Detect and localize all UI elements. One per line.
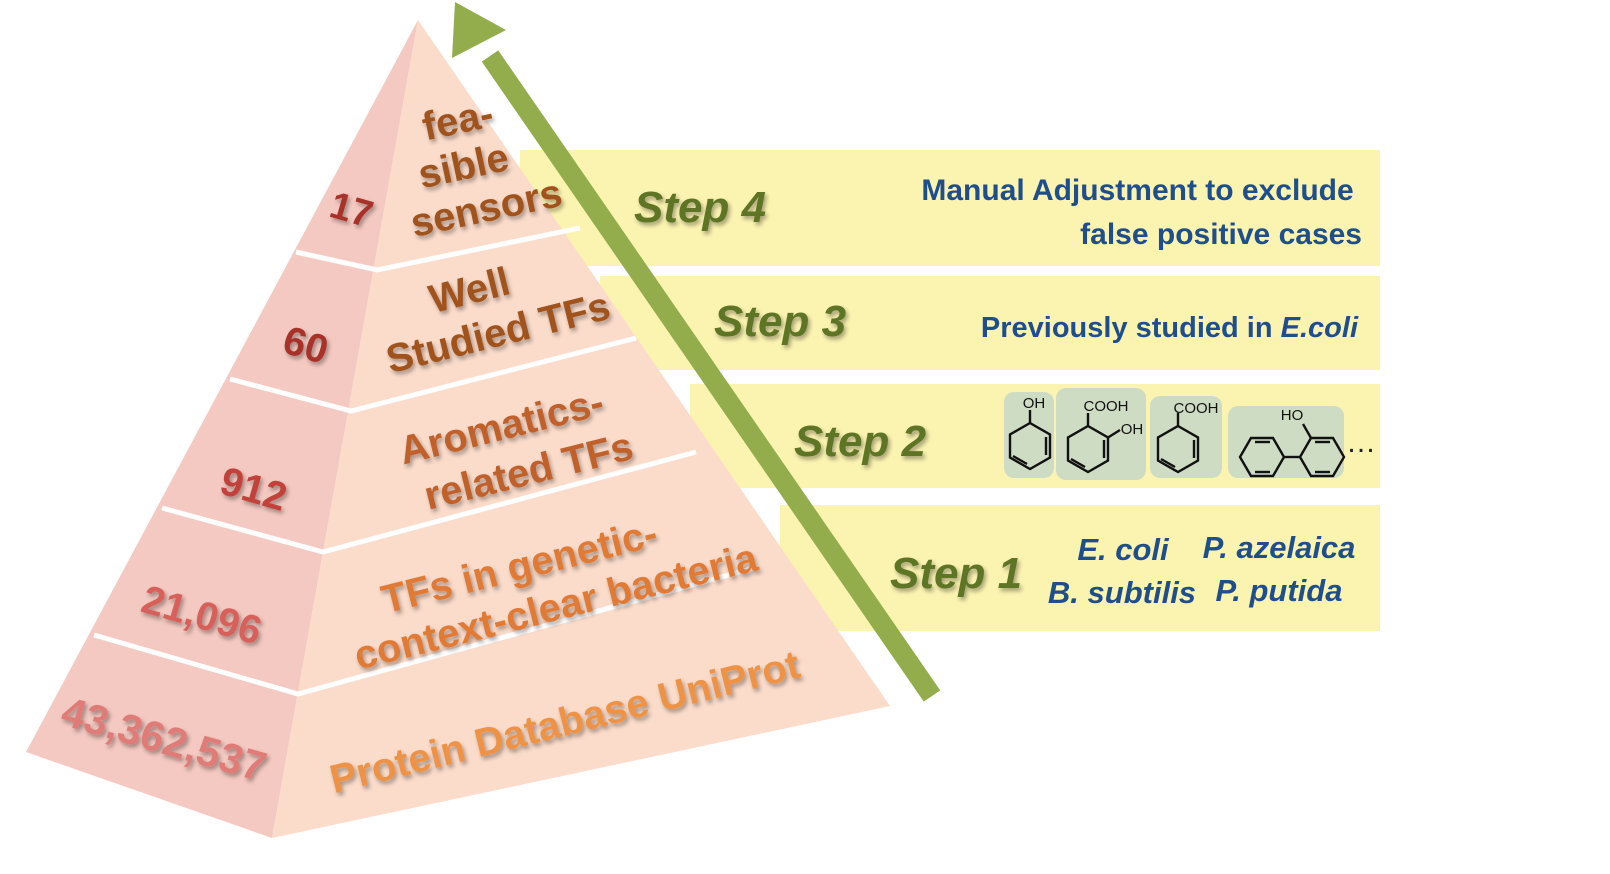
divider-4 bbox=[93, 565, 755, 697]
arrow-shaft bbox=[481, 50, 941, 702]
step-2-molecules: OH COOH OH COOH H bbox=[1004, 388, 1376, 480]
step-3-label: Step 3 bbox=[714, 297, 846, 346]
step-4-band bbox=[520, 150, 1380, 266]
tier-dividers bbox=[93, 225, 755, 697]
hydroxybiphenyl-ho-label: HO bbox=[1281, 407, 1304, 424]
step-labels: Step 4 Step 3 Step 2 Step 1 bbox=[634, 183, 1022, 598]
molecules-ellipsis: … bbox=[1346, 426, 1376, 459]
divider-2 bbox=[229, 335, 637, 414]
step-1-organisms: E. coli P. azelaica B. subtilis P. putid… bbox=[1048, 530, 1355, 610]
salicylic-cooh-label: COOH bbox=[1084, 398, 1129, 415]
step-2-label: Step 2 bbox=[794, 417, 927, 466]
divider-1 bbox=[295, 225, 581, 273]
step-1-label: Step 1 bbox=[890, 549, 1022, 598]
pyramid-left-face bbox=[26, 20, 418, 838]
molecule-box-4 bbox=[1228, 406, 1344, 478]
molecule-box-1 bbox=[1004, 392, 1054, 478]
salicylic-oh-label: OH bbox=[1121, 421, 1144, 438]
organism-p-putida: P. putida bbox=[1216, 573, 1343, 608]
arrow-head bbox=[452, 2, 506, 58]
organism-e-coli: E. coli bbox=[1077, 532, 1170, 567]
divider-3 bbox=[161, 449, 697, 555]
progress-arrow bbox=[452, 2, 941, 702]
step-4-description: Manual Adjustment to exclude false posit… bbox=[921, 174, 1362, 251]
benzoic-acid-structure bbox=[1156, 413, 1200, 474]
salicylic-acid-structure bbox=[1066, 413, 1121, 474]
pyramid-right-face bbox=[272, 20, 890, 838]
pyramid bbox=[26, 20, 890, 838]
organism-b-subtilis: B. subtilis bbox=[1048, 575, 1196, 610]
phenol-structure bbox=[1008, 410, 1052, 471]
organism-p-azelaica: P. azelaica bbox=[1203, 530, 1356, 565]
molecule-box-3 bbox=[1150, 396, 1222, 478]
hydroxybiphenyl-structure bbox=[1238, 423, 1346, 478]
step-3-description: Previously studied in E.coli bbox=[981, 312, 1359, 344]
phenol-oh-label: OH bbox=[1023, 395, 1046, 412]
step-3-band bbox=[600, 276, 1380, 370]
step-4-label: Step 4 bbox=[634, 183, 766, 232]
benzoic-cooh-label: COOH bbox=[1174, 400, 1219, 417]
